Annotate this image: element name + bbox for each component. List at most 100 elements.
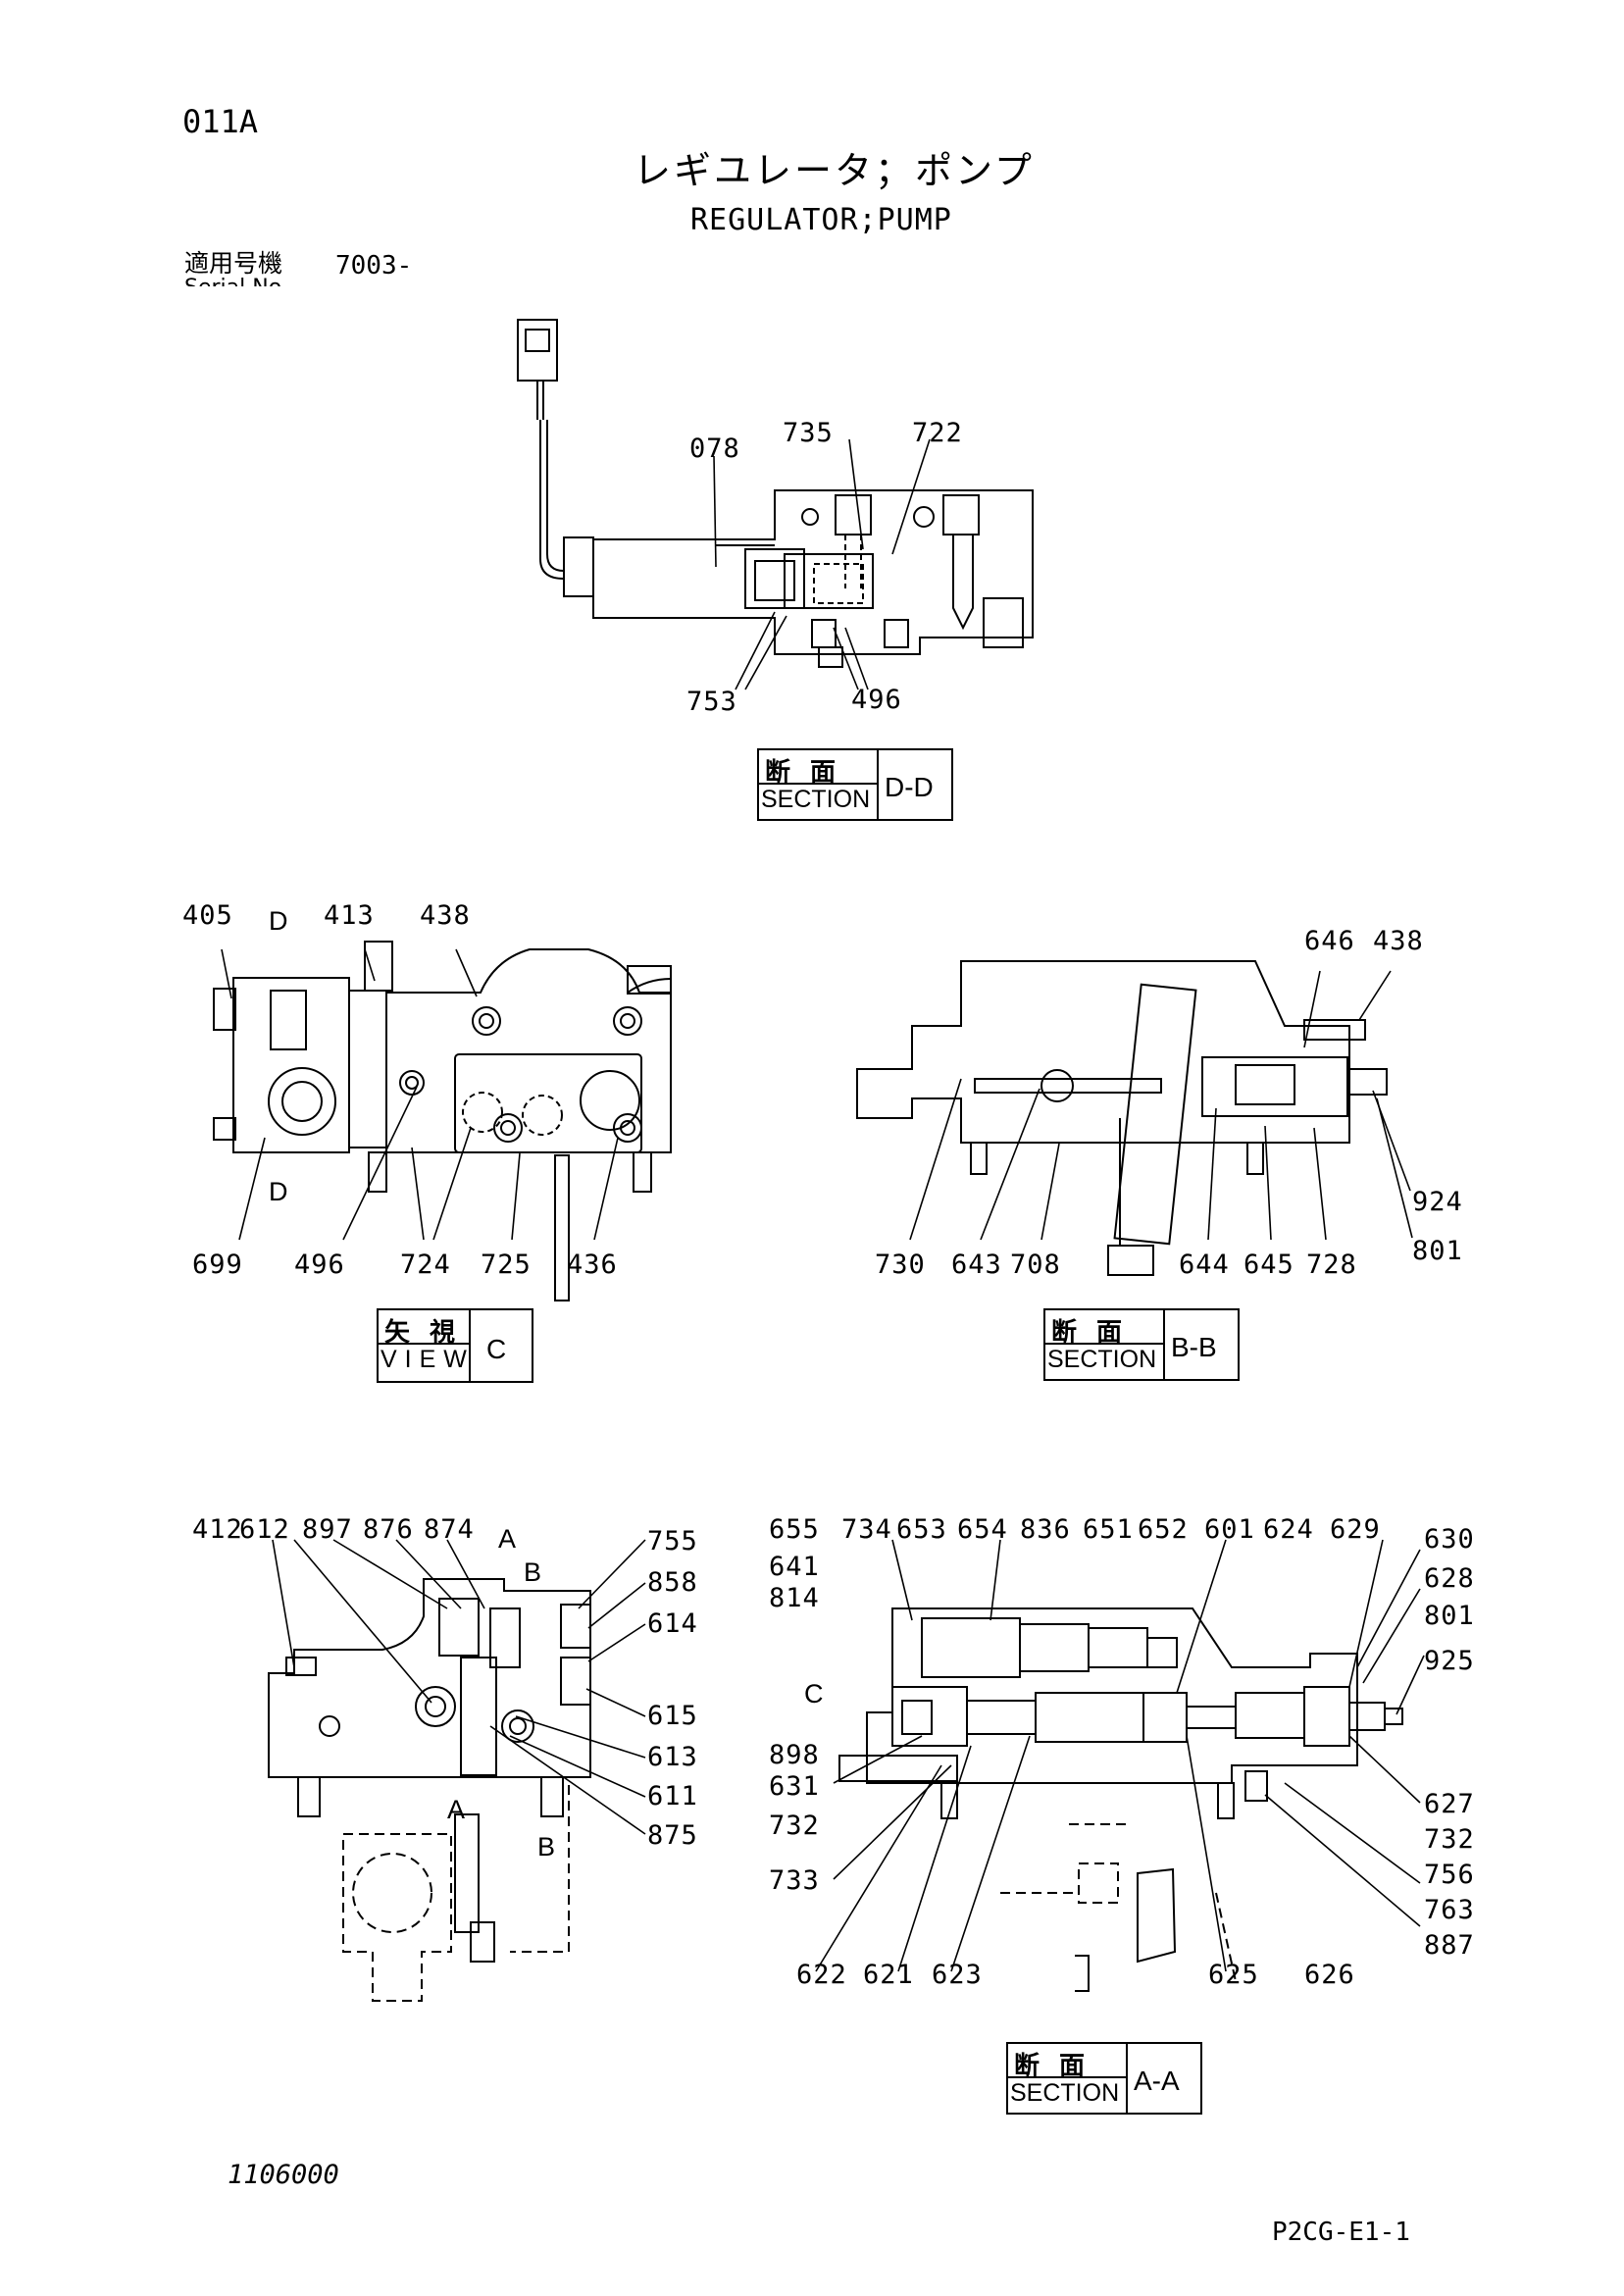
part-label: 496 [294,1250,345,1280]
part-label: 875 [647,1820,698,1851]
part-label: 630 [1424,1524,1475,1555]
part-label: 725 [481,1250,532,1280]
title-english: REGULATOR;PUMP [690,203,952,237]
part-label: 615 [647,1701,698,1731]
part-label: 625 [1208,1960,1259,1990]
part-label: 653 [896,1514,947,1545]
part-label: 438 [1373,926,1424,956]
part-label: 623 [932,1960,983,1990]
part-label: 735 [783,418,834,448]
part-label: 876 [363,1514,414,1545]
part-label: 756 [1424,1860,1475,1890]
section-id: D-D [885,772,934,802]
part-label: 621 [863,1960,914,1990]
title-japanese: レギユレータ；ポンプ [634,149,1035,192]
part-label: 601 [1204,1514,1255,1545]
part-label: 646 [1304,926,1355,956]
section-bb-drawing [856,960,1388,1276]
part-label: 732 [1424,1824,1475,1855]
part-label: 734 [841,1514,892,1545]
part-label: 436 [567,1250,618,1280]
part-label: 645 [1243,1250,1294,1280]
part-label: 413 [324,900,375,931]
section-arrow-bottom: D [269,1177,289,1206]
part-label: 628 [1424,1563,1475,1594]
part-label: 925 [1424,1646,1475,1676]
part-label: 643 [951,1250,1002,1280]
part-label: 724 [400,1250,451,1280]
part-label: 732 [769,1811,820,1841]
part-label: 897 [302,1514,353,1545]
part-label: 858 [647,1567,698,1598]
section-dd-box: 断面 SECTION D-D [757,748,953,821]
section-kanji: 断面 [1014,2052,1105,2081]
part-label: 699 [192,1250,243,1280]
part-label: 801 [1412,1236,1463,1266]
part-label: 078 [689,434,740,464]
part-label: 627 [1424,1789,1475,1819]
part-label: 874 [424,1514,475,1545]
left-bottom-drawing [268,1578,591,2002]
page-id: 011A [182,103,259,140]
part-label: 438 [420,900,471,931]
part-label: 613 [647,1742,698,1772]
view-id: C [486,1334,507,1364]
part-label: 887 [1424,1930,1475,1961]
part-label: 730 [875,1250,926,1280]
section-arrow-b: B [524,1557,543,1587]
section-aa-box: 断面 SECTION A-A [1006,2042,1202,2115]
section-arrow-a: A [498,1524,518,1554]
sheet-number: P2CG-E1-1 [1272,2218,1410,2247]
drawing-number: 1106000 [228,2160,339,2190]
section-aa-drawing [838,1607,1403,1992]
part-label: 753 [686,687,737,717]
part-label: 652 [1138,1514,1189,1545]
part-label: 614 [647,1608,698,1639]
part-label: 924 [1412,1187,1463,1217]
section-arrow-b-bottom: B [537,1832,557,1862]
leader-lines [221,438,1425,1972]
section-id: A-A [1134,2066,1180,2096]
view-c-box: 矢視 VIEW C [377,1308,533,1383]
part-label: 654 [957,1514,1008,1545]
part-label: 611 [647,1781,698,1811]
part-label: 801 [1424,1601,1475,1631]
part-label: 626 [1304,1960,1355,1990]
part-label: 733 [769,1865,820,1896]
view-word: VIEW [381,1346,475,1373]
part-label: 641 [769,1552,820,1582]
section-dd-drawing [517,319,1034,668]
section-kanji: 断面 [765,758,856,788]
part-label: 629 [1330,1514,1381,1545]
part-label: 651 [1083,1514,1134,1545]
part-label: 708 [1010,1250,1061,1280]
view-c-drawing [213,941,672,1301]
section-id: B-B [1171,1332,1217,1362]
part-label: 755 [647,1526,698,1556]
part-label: 814 [769,1583,820,1613]
part-label: 412 [192,1514,243,1545]
part-label: 405 [182,900,233,931]
part-label: 644 [1179,1250,1230,1280]
section-arrow-a-bottom: A [447,1795,467,1824]
part-label: 622 [796,1960,847,1990]
section-word: SECTION [1047,1346,1157,1373]
section-arrow-c: C [804,1679,825,1709]
part-label: 722 [912,418,963,448]
section-kanji: 断面 [1051,1318,1142,1348]
section-word: SECTION [761,786,871,813]
serial-value: 7003- [335,251,413,281]
section-word: SECTION [1010,2079,1120,2107]
part-label: 728 [1306,1250,1357,1280]
part-label: 496 [851,685,902,715]
part-label: 624 [1263,1514,1314,1545]
section-bb-box: 断面 SECTION B-B [1043,1308,1240,1381]
serial-label: 適用号機 [184,249,283,278]
part-label: 631 [769,1771,820,1802]
serial-label-english: Serial No. [184,278,288,286]
section-arrow-top: D [269,906,289,936]
part-label: 763 [1424,1895,1475,1925]
part-label: 612 [239,1514,290,1545]
part-label: 655 [769,1514,820,1545]
